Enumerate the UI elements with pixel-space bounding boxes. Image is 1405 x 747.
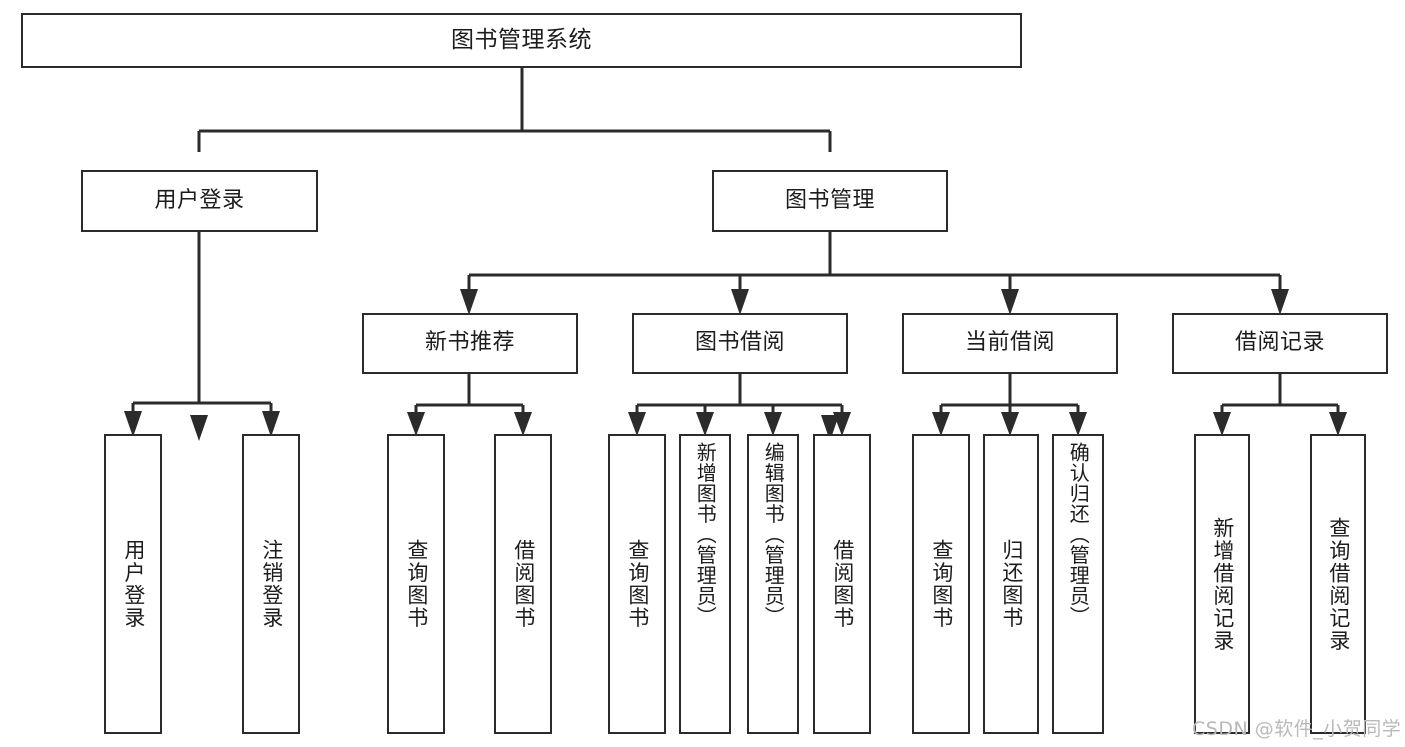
- node-label: 借阅记录: [1234, 330, 1325, 356]
- node-current-borrow[interactable]: 当前借阅: [902, 313, 1118, 374]
- leaf-confirm-return-admin[interactable]: 确认归还（管理员）: [1052, 434, 1104, 734]
- leaf-return-book[interactable]: 归还图书: [983, 434, 1039, 734]
- csdn-watermark: CSDN @软件_小贺同学: [1192, 718, 1402, 740]
- node-label: 查询图书: [929, 539, 954, 629]
- node-user-login[interactable]: 用户登录: [81, 170, 318, 232]
- node-label: 查询借阅记录: [1326, 516, 1351, 652]
- leaf-query-book-recommend[interactable]: 查询图书: [387, 434, 445, 734]
- leaf-logout-login[interactable]: 注销登录: [242, 434, 300, 734]
- node-label: 注销登录: [259, 539, 284, 629]
- node-borrow-record[interactable]: 借阅记录: [1172, 313, 1388, 374]
- node-label: 用户登录: [154, 187, 245, 213]
- node-label: 借阅图书: [511, 539, 536, 629]
- node-label: 新增图书（管理员）: [693, 442, 718, 627]
- node-label: 查询图书: [404, 539, 429, 629]
- leaf-edit-book-admin[interactable]: 编辑图书（管理员）: [747, 434, 799, 734]
- node-label: 新增借阅记录: [1210, 516, 1235, 652]
- leaf-add-borrow-record[interactable]: 新增借阅记录: [1194, 434, 1250, 734]
- node-label: 编辑图书（管理员）: [761, 442, 786, 627]
- node-label: 用户登录: [121, 539, 146, 629]
- node-label: 图书借阅: [694, 330, 785, 356]
- leaf-borrow-book[interactable]: 借阅图书: [813, 434, 871, 734]
- node-label: 确认归还（管理员）: [1066, 442, 1091, 627]
- node-label: 新书推荐: [424, 330, 515, 356]
- node-root-book-management-system[interactable]: 图书管理系统: [21, 13, 1022, 68]
- leaf-add-book-admin[interactable]: 新增图书（管理员）: [679, 434, 731, 734]
- leaf-user-login[interactable]: 用户登录: [104, 434, 162, 734]
- node-label: 归还图书: [999, 539, 1024, 629]
- node-label: 图书管理系统: [451, 26, 592, 53]
- node-new-book-recommend[interactable]: 新书推荐: [362, 313, 578, 374]
- leaf-borrow-book-recommend[interactable]: 借阅图书: [494, 434, 552, 734]
- node-book-management[interactable]: 图书管理: [712, 170, 948, 232]
- node-label: 借阅图书: [830, 539, 855, 629]
- leaf-query-book-current[interactable]: 查询图书: [912, 434, 970, 734]
- leaf-query-book-borrow[interactable]: 查询图书: [608, 434, 666, 734]
- node-label: 当前借阅: [964, 330, 1055, 356]
- node-label: 查询图书: [625, 539, 650, 629]
- node-book-borrow[interactable]: 图书借阅: [632, 313, 848, 374]
- node-label: 图书管理: [784, 187, 875, 213]
- leaf-query-borrow-record[interactable]: 查询借阅记录: [1310, 434, 1366, 734]
